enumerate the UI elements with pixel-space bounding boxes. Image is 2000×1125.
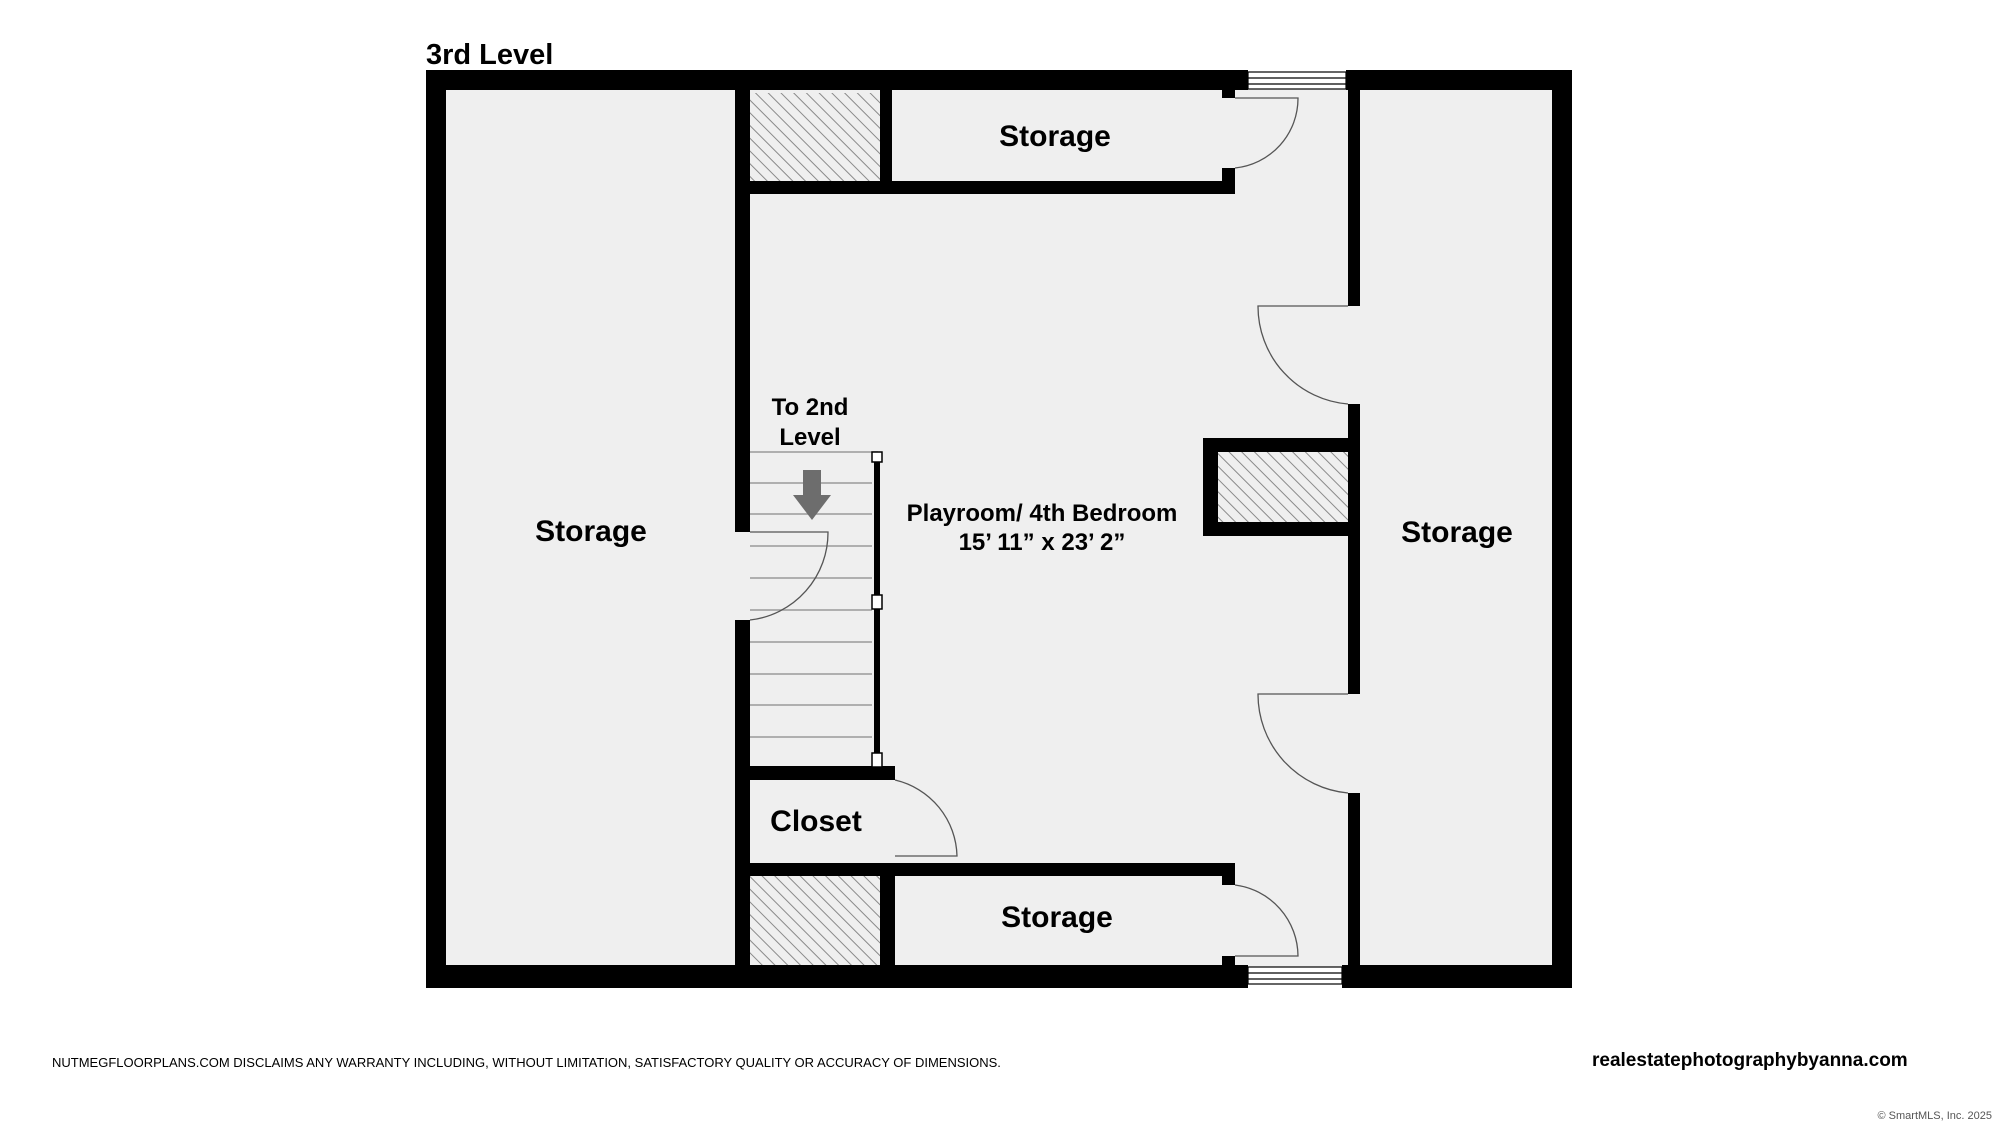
door-swings [749, 97, 1349, 957]
hatched-block-top [750, 93, 880, 181]
label-storage-bottom: Storage [1001, 901, 1113, 934]
door-storage-left [749, 531, 829, 621]
label-stairs-line2: Level [779, 424, 840, 451]
walls [426, 70, 1572, 988]
level-title: 3rd Level [426, 39, 553, 71]
hatched-block-bottom [750, 876, 880, 966]
stairs-down-arrow [793, 470, 831, 520]
window-bottom [1247, 966, 1343, 985]
floor-storage-left [440, 85, 740, 970]
copyright-text: © SmartMLS, Inc. 2025 [1877, 1110, 1993, 1122]
door-storage-bottom [1234, 884, 1299, 957]
disclaimer-text: NUTMEGFLOORPLANS.COM DISCLAIMS ANY WARRA… [52, 1055, 1001, 1070]
label-stairs-line1: To 2nd [772, 394, 849, 421]
door-storage-right-lower [1257, 693, 1349, 794]
door-closet [894, 779, 958, 857]
label-playroom-dims: 15’ 11” x 23’ 2” [959, 529, 1126, 556]
door-storage-top [1234, 97, 1299, 169]
label-storage-top: Storage [999, 120, 1111, 153]
door-storage-right-upper [1257, 305, 1349, 405]
website-text: realestatephotographybyanna.com [1592, 1050, 1908, 1071]
label-storage-left: Storage [535, 515, 647, 548]
window-top [1247, 71, 1347, 90]
label-storage-right: Storage [1401, 516, 1513, 549]
floor-storage-right [1360, 85, 1560, 970]
stairs [750, 451, 878, 738]
hatched-block-right [1218, 450, 1348, 522]
rail-posts [871, 451, 883, 768]
label-playroom-name: Playroom/ 4th Bedroom [907, 500, 1178, 527]
label-closet: Closet [770, 805, 862, 838]
